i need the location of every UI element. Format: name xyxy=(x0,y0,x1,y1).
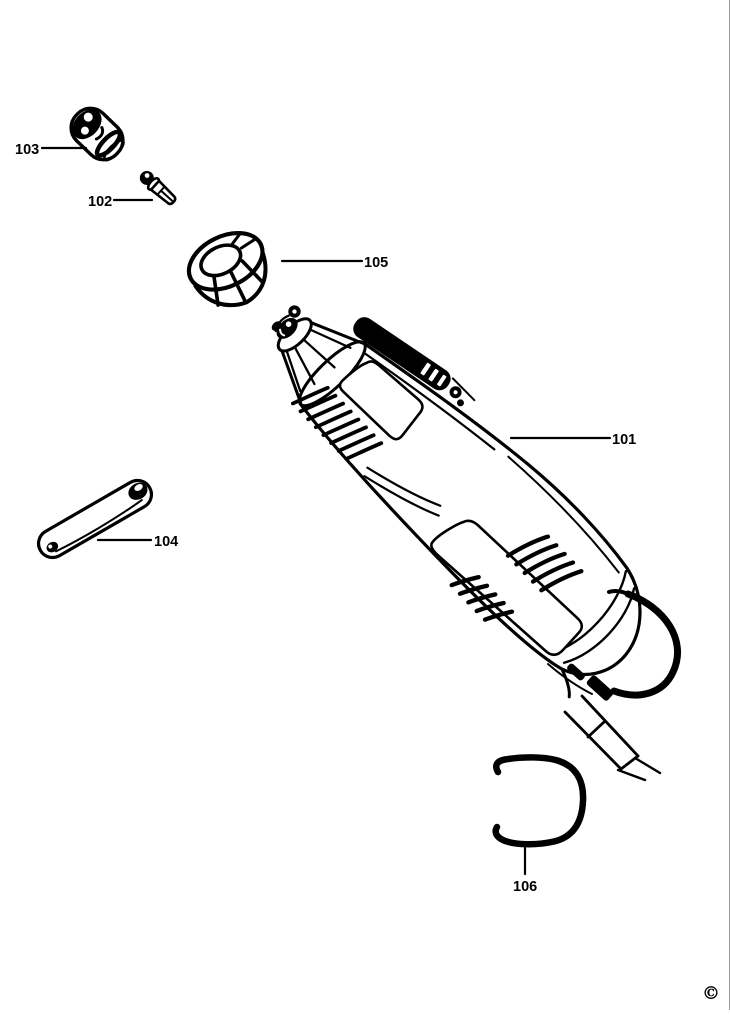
attached-hanger-bail xyxy=(547,588,681,701)
upper-grip-ridges xyxy=(505,534,584,593)
part-label-101: 101 xyxy=(612,432,636,448)
part-label-102: 102 xyxy=(88,194,112,210)
leader-lines xyxy=(40,146,612,876)
lower-grip-ridges xyxy=(449,574,515,622)
part-label-105: 105 xyxy=(364,255,388,271)
part-label-106: 106 xyxy=(513,879,537,895)
part-label-103: 103 xyxy=(15,142,39,158)
part-drawing-chuck xyxy=(69,106,125,162)
part-drawing-hanger-hook xyxy=(492,754,587,848)
nameplate-panel xyxy=(338,360,424,441)
part-drawing-tool-body xyxy=(271,305,642,699)
grip-panel xyxy=(430,519,584,657)
copyright-symbol: © xyxy=(702,983,720,1004)
part-label-104: 104 xyxy=(154,534,178,550)
part-drawing-collet xyxy=(139,170,177,206)
front-grip-ribs xyxy=(290,385,384,461)
part-drawing-wrench xyxy=(36,478,154,560)
power-switch xyxy=(353,317,476,407)
spindle-tip xyxy=(271,305,301,339)
power-cord xyxy=(563,694,662,782)
part-drawing-cap-nut xyxy=(186,230,268,308)
